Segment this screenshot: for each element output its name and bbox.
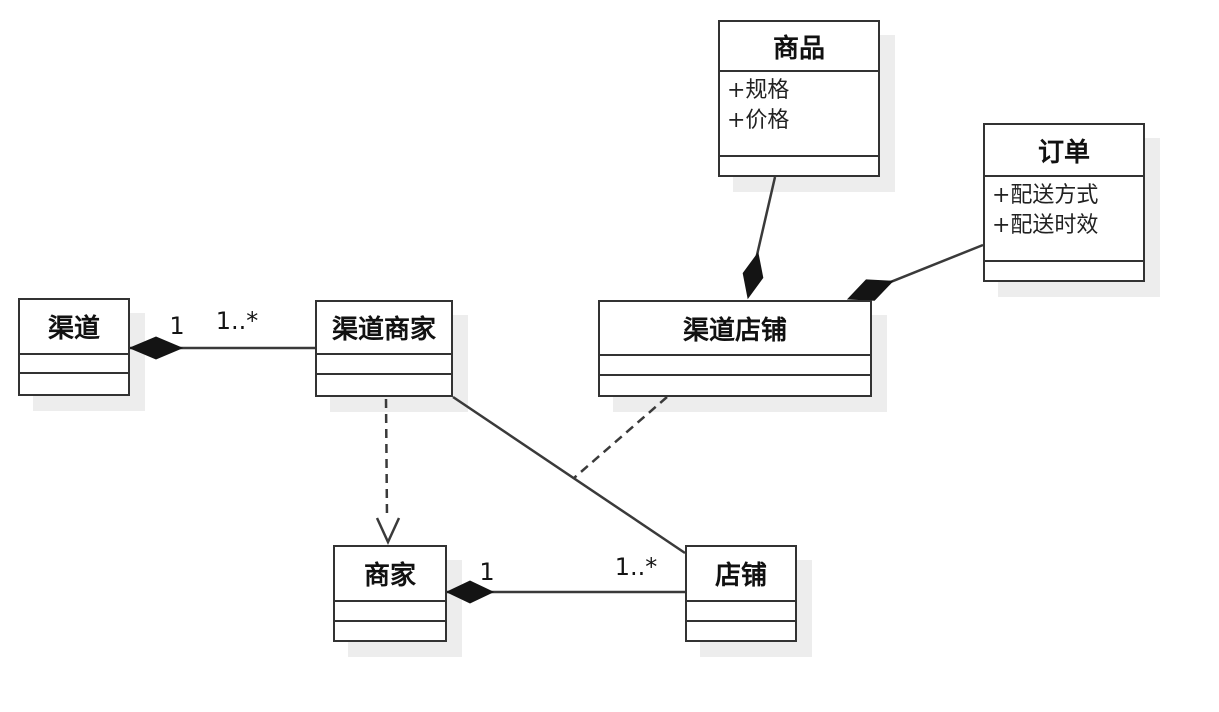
multiplicity-label: 1..*: [615, 553, 658, 581]
dependency-arrowhead-icon: [375, 517, 401, 546]
edge-merchant-store-composition: 1 1..*: [445, 553, 685, 604]
class-methods: [20, 374, 128, 394]
class-methods: [985, 262, 1143, 280]
edge-order-channelstore-composition: [846, 243, 984, 301]
class-attribute: +价格: [727, 108, 790, 133]
class-box-product: 商品 +规格 +价格: [718, 20, 880, 177]
class-attributes: [20, 355, 128, 374]
class-methods: [720, 157, 878, 175]
class-methods: [317, 375, 451, 395]
multiplicity-label: 1: [169, 312, 184, 340]
class-box-merchant: 商家: [333, 545, 447, 642]
class-attributes: [600, 356, 870, 376]
class-name: 店铺: [687, 547, 795, 602]
class-attribute: +规格: [727, 78, 790, 103]
class-name: 商家: [335, 547, 445, 602]
multiplicity-label: 1..*: [216, 307, 259, 335]
composition-diamond-icon: [445, 580, 495, 604]
class-box-channel: 渠道: [18, 298, 130, 396]
composition-diamond-icon: [128, 336, 184, 360]
class-box-store: 店铺: [685, 545, 797, 642]
class-methods: [335, 622, 445, 640]
class-methods: [600, 376, 870, 395]
class-attribute: +配送方式: [992, 183, 1099, 208]
class-name: 订单: [985, 125, 1143, 177]
class-attributes: [687, 602, 795, 622]
edge-channelstore-associationclass-link: [573, 396, 668, 479]
class-attributes: +规格 +价格: [720, 72, 878, 157]
edge-channelmerchant-merchant-dependency: [375, 398, 401, 546]
class-name: 渠道商家: [317, 302, 451, 355]
edge-product-channelstore-composition: [742, 176, 777, 300]
class-box-order: 订单 +配送方式 +配送时效: [983, 123, 1145, 282]
class-box-channel-store: 渠道店铺: [598, 300, 872, 397]
multiplicity-label: 1: [479, 558, 494, 586]
composition-diamond-icon: [742, 251, 764, 300]
class-attributes: [317, 355, 451, 375]
class-methods: [687, 622, 795, 640]
composition-diamond-icon: [846, 279, 894, 301]
class-attributes: +配送方式 +配送时效: [985, 177, 1143, 262]
class-name: 渠道店铺: [600, 302, 870, 356]
class-box-channel-merchant: 渠道商家: [315, 300, 453, 397]
class-attribute: +配送时效: [992, 213, 1099, 238]
edge-channelmerchant-store-association: [452, 395, 686, 555]
class-attributes: [335, 602, 445, 622]
class-name: 商品: [720, 22, 878, 72]
class-name: 渠道: [20, 300, 128, 355]
edge-channel-channelmerchant-composition: 1 1..*: [128, 307, 315, 360]
